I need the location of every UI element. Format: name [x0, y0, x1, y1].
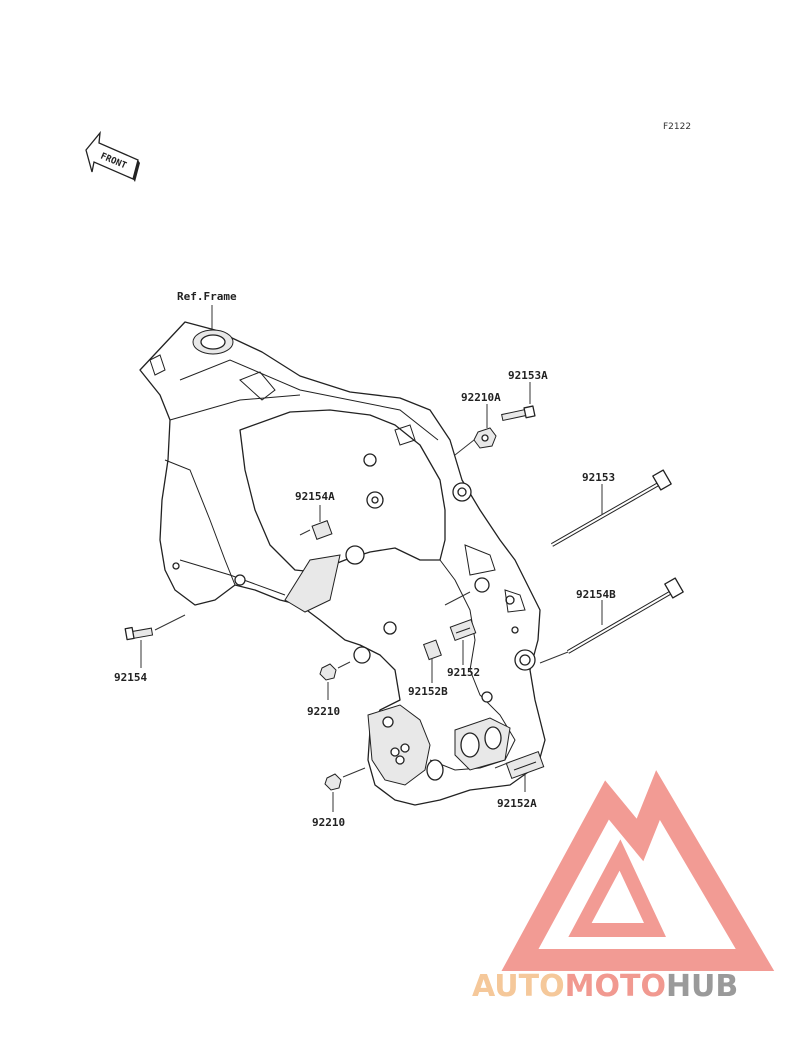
part-label-92154A: 92154A [295, 490, 335, 503]
part-label-92152: 92152 [447, 666, 480, 679]
part-label-92152B: 92152B [408, 685, 448, 698]
bolt-92154-icon [124, 626, 154, 641]
bolt-92153A-icon [501, 405, 536, 422]
watermark-moto: MOTO [565, 969, 666, 1004]
frame-illustration [139, 321, 546, 806]
nut-92210A-icon [473, 427, 497, 449]
watermark-text: AUTOMOTOHUB [472, 969, 738, 1004]
collar-92152B-icon [422, 639, 442, 661]
front-arrow-icon: FRONT [85, 130, 140, 182]
figure-code: F2122 [663, 122, 691, 132]
watermark-hub: HUB [666, 969, 738, 1004]
part-label-92210A: 92210A [461, 391, 501, 404]
leader-lines [140, 382, 603, 812]
stud-92152-icon [449, 619, 477, 641]
long-bolt-92154B-icon [566, 577, 684, 654]
part-label-92154: 92154 [114, 671, 147, 684]
automotohub-logo-icon [501, 770, 775, 971]
part-label-92153: 92153 [582, 471, 615, 484]
long-bolt-92153-icon [551, 469, 672, 547]
part-label-92210-upper: 92210 [307, 705, 340, 718]
part-label-92210-lower: 92210 [312, 816, 345, 829]
ref-frame-label: Ref.Frame [177, 290, 237, 303]
part-label-92152A: 92152A [497, 797, 537, 810]
watermark-auto: AUTO [472, 969, 565, 1004]
stud-92152A-icon [505, 751, 545, 779]
nut-92210-upper-icon [319, 663, 337, 681]
part-label-92154B: 92154B [576, 588, 616, 601]
collar-92154A-icon [311, 520, 333, 540]
nut-92210-lower-icon [324, 773, 342, 791]
part-label-92153A: 92153A [508, 369, 548, 382]
